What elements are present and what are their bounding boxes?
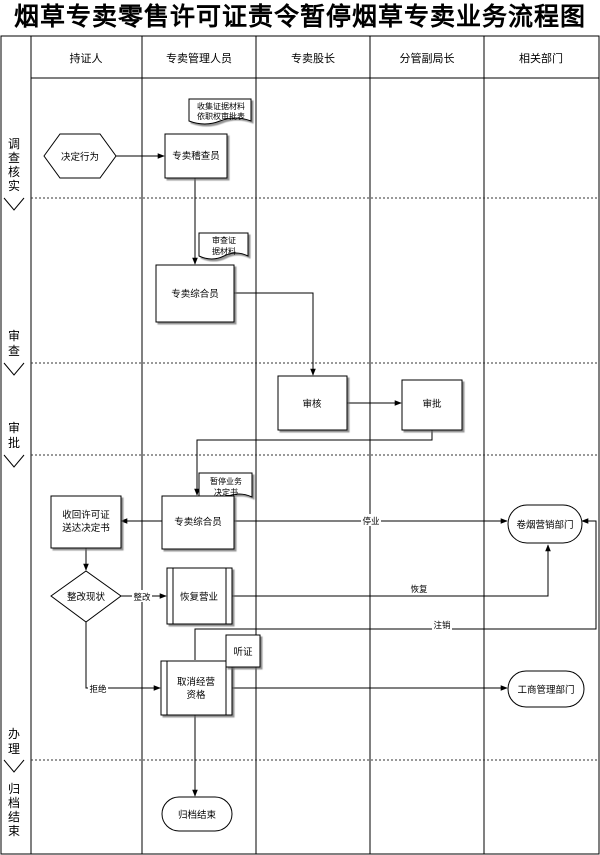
node-recover-license-line2: 送达决定书 (62, 522, 110, 534)
lane-header-section-chief: 专卖股长 (291, 51, 335, 65)
phase-investigate-char-3: 核 (8, 165, 20, 179)
phase-investigate-char-1: 调 (8, 137, 20, 151)
node-coordinator-1-label: 专卖综合员 (171, 288, 219, 300)
document-evidence-form-line2: 依职权审批表 (197, 111, 245, 121)
node-recover-license-line1: 收回许可证 (62, 509, 110, 521)
phase-investigate-char-2: 查 (8, 151, 20, 165)
lane-header-related-depts: 相关部门 (519, 51, 563, 65)
document-review-evidence-line2: 据材料 (212, 246, 236, 256)
edge-refuse-to-cancel (85, 622, 161, 691)
edge-label-suspend: 停业 (362, 516, 379, 527)
node-approve: 审批 (401, 379, 463, 431)
node-hearing-label: 听证 (233, 647, 253, 658)
node-decide-action: 决定行为 (43, 133, 117, 179)
edge-coordinator-to-review (234, 292, 316, 376)
phase-archive-char-3: 结 (8, 810, 20, 824)
document-review-evidence-line1: 审查证 (212, 235, 236, 245)
node-coordinator-2: 专卖综合员 (161, 495, 235, 550)
lane-header-staff: 专卖管理人员 (166, 51, 232, 65)
phase-approve-char-2: 批 (8, 435, 20, 450)
phase-archive-char-4: 束 (8, 824, 20, 838)
page-title: 烟草专卖零售许可证责令暂停烟草专卖业务流程图 (13, 2, 586, 31)
node-business-admin-dept-label: 工商管理部门 (517, 684, 574, 696)
edge-label-revoke: 注销 (433, 620, 451, 631)
node-approve-label: 审批 (422, 398, 442, 410)
node-hearing: 听证 (225, 634, 261, 668)
phase-approve-char-1: 审 (8, 420, 20, 435)
node-coordinator-2-label: 专卖综合员 (174, 516, 222, 528)
node-cancel-qualification: 取消经营 资格 (160, 660, 233, 716)
phase-archive-char-1: 归 (8, 782, 20, 796)
node-resume-business: 恢复营业 (166, 567, 233, 625)
phase-handle-char-2: 理 (8, 742, 20, 756)
edge-revoke-to-marketing (194, 518, 597, 660)
node-cancel-qualification-line2: 资格 (186, 689, 206, 701)
lane-header-holder: 持证人 (70, 51, 103, 65)
node-coordinator-1: 专卖综合员 (155, 264, 235, 323)
phase-review-char-2: 查 (8, 344, 20, 358)
phase-investigate-char-4: 实 (8, 178, 20, 193)
node-inspector-label: 专卖稽查员 (172, 150, 220, 162)
edge-label-refuse: 拒绝 (89, 684, 107, 695)
node-review-label: 审核 (302, 398, 322, 410)
edge-resume-to-marketing (232, 544, 551, 597)
node-business-admin-dept: 工商管理部门 (507, 670, 585, 708)
document-suspension-decision-line1: 暂停业务 (210, 476, 242, 486)
document-review-evidence: 审查证 据材料 (198, 232, 249, 260)
node-archive-end-label: 归档结束 (178, 809, 217, 821)
node-review: 审核 (277, 375, 348, 431)
node-archive-end: 归档结束 (161, 796, 233, 832)
swimlane-grid (0, 35, 600, 855)
edge-label-resume: 恢复 (410, 584, 428, 595)
lane-header-deputy-director: 分管副局长 (400, 51, 455, 65)
connectors (83, 153, 597, 797)
node-resume-business-label: 恢复营业 (180, 591, 218, 603)
phase-dividers (31, 197, 599, 761)
node-rectify-status-label: 整改现状 (67, 591, 106, 603)
phase-archive-char-2: 档 (8, 796, 20, 810)
node-rectify-status: 整改现状 (50, 570, 122, 623)
node-decide-action-label: 决定行为 (61, 151, 99, 163)
edge-label-rectify: 整改 (133, 592, 151, 603)
node-tobacco-marketing-dept: 卷烟营销部门 (507, 504, 583, 544)
document-evidence-form-line1: 收集证据材料 (197, 101, 245, 111)
document-evidence-form: 收集证据材料 依职权审批表 (188, 98, 252, 125)
document-suspension-decision-line2: 决定书 (214, 487, 238, 497)
phase-chevrons (3, 197, 25, 773)
edge-approve-to-coordinator2 (194, 430, 433, 496)
phase-review-char-1: 审 (8, 328, 20, 343)
node-recover-license: 收回许可证 送达决定书 (50, 495, 122, 549)
node-inspector: 专卖稽查员 (164, 133, 228, 179)
phase-handle-char-1: 办 (8, 726, 20, 741)
node-cancel-qualification-line1: 取消经营 (177, 676, 215, 688)
node-tobacco-marketing-dept-label: 卷烟营销部门 (516, 519, 573, 531)
